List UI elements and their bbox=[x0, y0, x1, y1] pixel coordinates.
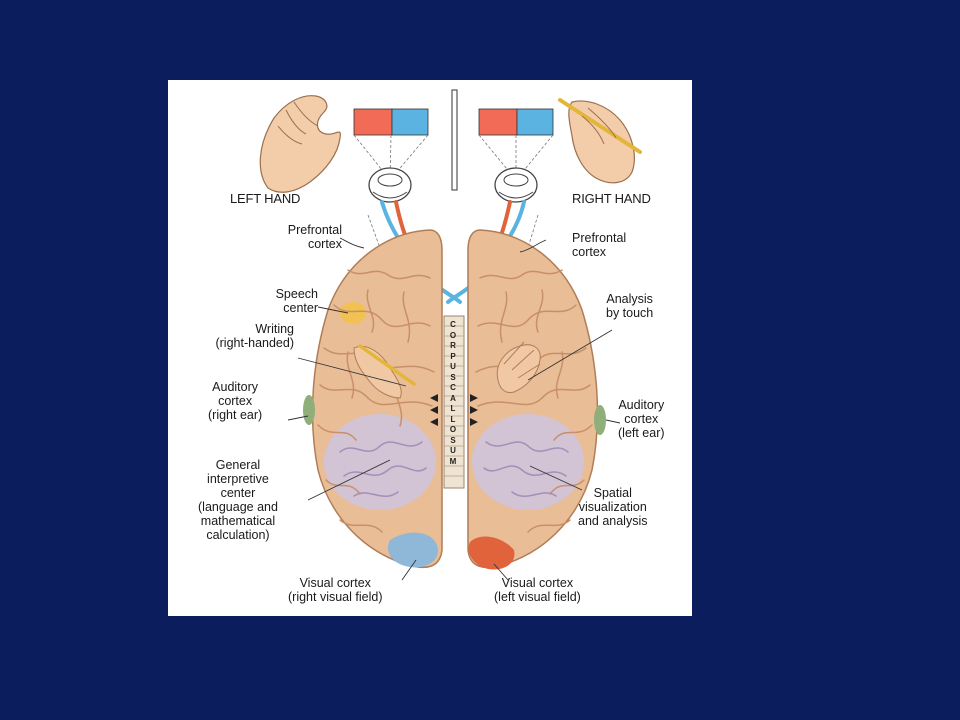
leader-lines bbox=[287, 237, 621, 581]
speech-center-label: Speech center bbox=[275, 287, 318, 315]
right-hand-title: RIGHT HAND bbox=[572, 191, 651, 206]
writing-label: Writing (right-handed) bbox=[215, 322, 294, 350]
left-visual-target bbox=[353, 108, 429, 136]
right-visual-target bbox=[478, 108, 554, 136]
auditory-cortex-right-label: Auditory cortex (left ear) bbox=[618, 398, 665, 440]
visual-cortex-right-label: Visual cortex (left visual field) bbox=[494, 576, 581, 604]
left-hand-title: LEFT HAND bbox=[230, 191, 301, 206]
prefrontal-cortex-right-label: Prefrontal cortex bbox=[572, 231, 627, 259]
brain-illustration bbox=[259, 89, 642, 581]
divider-bar bbox=[451, 89, 458, 191]
corpus-callosum bbox=[430, 315, 478, 489]
right-hemisphere bbox=[467, 229, 606, 570]
analysis-by-touch-label: Analysis by touch bbox=[606, 292, 654, 320]
auditory-cortex-left-label: Auditory cortex (right ear) bbox=[208, 380, 263, 422]
right-hand-drawing bbox=[558, 98, 642, 184]
general-interpretive-center-label: General interpretive center (language an… bbox=[198, 458, 278, 542]
right-eye bbox=[494, 167, 538, 203]
left-hemisphere bbox=[303, 229, 443, 569]
visual-cortex-left-label: Visual cortex (right visual field) bbox=[288, 576, 383, 604]
left-eye bbox=[368, 167, 412, 203]
spatial-visualization-label: Spatial visualization and analysis bbox=[578, 486, 648, 528]
corpus-callosum-label: C O R P U S C A L L O S U M bbox=[449, 320, 457, 466]
brain-diagram: LEFT HAND RIGHT HAND Prefrontal cortex P… bbox=[168, 80, 692, 616]
prefrontal-cortex-left-label: Prefrontal cortex bbox=[287, 223, 342, 251]
left-hand-drawing bbox=[259, 95, 341, 193]
